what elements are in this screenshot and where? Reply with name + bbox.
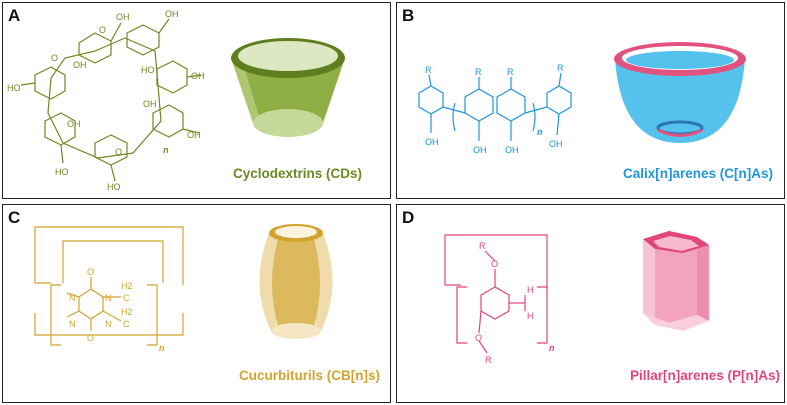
oxygen-label: O xyxy=(51,53,58,63)
oxygen-label: O xyxy=(475,333,482,343)
panel-calixarenes: B R R R R OH OH OH OH xyxy=(396,2,785,199)
pillararene-labels: R O O R H H n xyxy=(475,241,555,365)
pillararene-figure: R O O R H H n xyxy=(444,231,709,365)
nitrogen-label: N xyxy=(105,293,112,303)
cyclodextrins-caption: Cyclodextrins (CDs) xyxy=(233,166,363,181)
panel-cyclodextrins: A OH OH OH OH HO HO HO OH xyxy=(2,2,391,199)
hydrogen-label: H xyxy=(527,311,534,321)
cucurbiturils-caption: Cucurbiturils (CB[n]s) xyxy=(239,368,380,383)
repeat-n-label: n xyxy=(163,145,169,155)
oxygen-label: O xyxy=(87,333,94,343)
panel-cucurbiturils: C O O N N N N H2 C H2 C n xyxy=(2,204,391,403)
nitrogen-label: N xyxy=(69,293,76,303)
r-group-label: R xyxy=(475,67,482,77)
oxygen-label: O xyxy=(115,147,122,157)
cucurbituril-labels: O O N N N N H2 C H2 C n xyxy=(69,267,165,353)
calixarene-labels: R R R R OH OH OH OH n xyxy=(425,63,564,155)
cucurbituril-barrel-shape xyxy=(259,224,333,339)
methylene-label: H2 xyxy=(121,307,133,317)
panel-pillararenes: D R O O R H H n xyxy=(396,204,785,403)
hydroxyl-label: HO xyxy=(141,65,155,75)
panel-letter: B xyxy=(402,6,415,25)
panel-letter: C xyxy=(8,208,21,227)
hydroxyl-label: OH xyxy=(165,9,179,19)
calixarene-figure: R R R R OH OH OH OH n xyxy=(418,42,746,155)
oxygen-label: O xyxy=(99,25,106,35)
hydroxyl-label: OH xyxy=(549,139,563,149)
calixarene-structure xyxy=(418,72,572,141)
hydroxyl-label: HO xyxy=(7,83,21,93)
hydrogen-label: H xyxy=(527,285,534,295)
r-group-label: R xyxy=(507,67,514,77)
carbon-label: C xyxy=(123,319,130,329)
calixarene-bowl-shape xyxy=(614,42,746,143)
panel-letter: A xyxy=(8,6,21,25)
pillararene-prism-shape xyxy=(643,231,709,331)
cyclodextrin-figure: OH OH OH OH HO HO HO OH HO OH OH O O O n xyxy=(7,9,345,192)
carbon-label: C xyxy=(123,293,130,303)
pillararenes-caption: Pillar[n]arenes (P[n]As) xyxy=(630,368,781,383)
hydroxyl-label: OH xyxy=(473,145,487,155)
cyclodextrin-structure xyxy=(20,18,202,182)
repeat-n-label: n xyxy=(159,343,165,353)
methylene-label: H2 xyxy=(121,281,133,291)
hydroxyl-label: OH xyxy=(116,12,130,22)
hydroxyl-label: OH xyxy=(505,145,519,155)
repeat-n-label: n xyxy=(549,343,555,353)
r-group-label: R xyxy=(479,241,486,251)
oxygen-label: O xyxy=(87,267,94,277)
cyclodextrin-cone-shape xyxy=(231,38,345,137)
cyclodextrin-labels: OH OH OH OH HO HO HO OH HO OH OH O O O n xyxy=(7,9,205,192)
cucurbituril-figure: O O N N N N H2 C H2 C n xyxy=(34,224,333,353)
hydroxyl-label: OH xyxy=(191,71,205,81)
calixarenes-caption: Calix[n]arenes (C[n]As) xyxy=(623,166,774,181)
pillararene-structure xyxy=(444,234,548,354)
hydroxyl-label: OH xyxy=(143,99,157,109)
hydroxyl-label: HO xyxy=(107,182,121,192)
hydroxyl-label: OH xyxy=(425,137,439,147)
oxygen-label: O xyxy=(491,259,498,269)
cucurbituril-structure xyxy=(34,226,184,346)
r-group-label: R xyxy=(557,63,564,73)
hydroxyl-label: OH xyxy=(73,60,87,70)
nitrogen-label: N xyxy=(105,319,112,329)
hydroxyl-label: OH xyxy=(187,130,201,140)
hydroxyl-label: OH xyxy=(67,119,81,129)
r-group-label: R xyxy=(425,65,432,75)
panel-letter: D xyxy=(402,208,415,227)
hydroxyl-label: HO xyxy=(55,167,69,177)
nitrogen-label: N xyxy=(69,319,76,329)
r-group-label: R xyxy=(485,355,492,365)
repeat-n-label: n xyxy=(537,127,543,137)
